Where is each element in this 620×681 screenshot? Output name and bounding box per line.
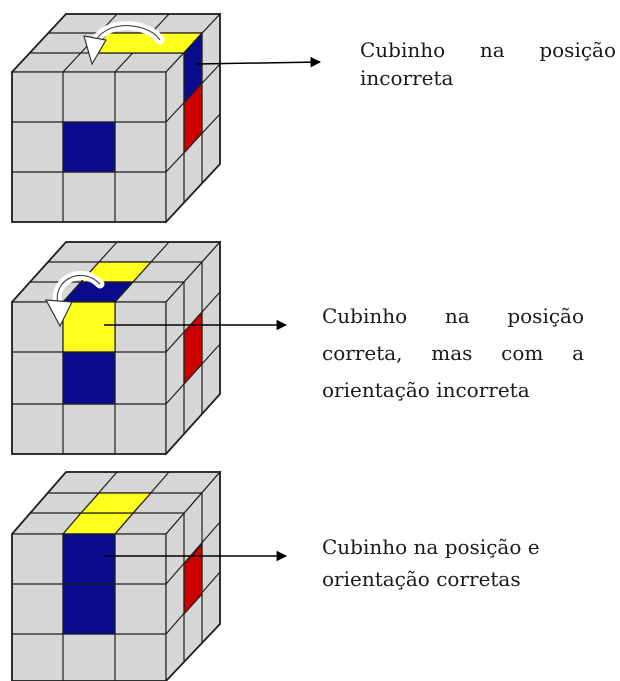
caption-correct-position-and-orientation: Cubinho na posição e orientação corretas <box>322 531 584 595</box>
cube-3-red-sticker <box>183 542 203 616</box>
cube-1-blue-center <box>62 121 116 173</box>
cube-2-yellow-front <box>62 301 116 353</box>
caption-2-line-1: Cubinho na posição <box>322 304 584 328</box>
caption-3-line-2: orientação corretas <box>322 567 521 591</box>
caption-2-line-2: correta, mas com a <box>322 341 584 365</box>
caption-1-line-1: Cubinho na posição <box>360 38 616 62</box>
caption-1-line-2: incorreta <box>360 66 454 90</box>
caption-incorrect-position: Cubinho na posição incorreta <box>360 36 616 92</box>
cube-1-yellow-sticker <box>88 32 204 54</box>
cube-3 <box>10 470 222 681</box>
caption-3-line-1: Cubinho na posição e <box>322 535 540 559</box>
cube-2 <box>10 240 222 456</box>
caption-2-line-3: orientação incorreta <box>322 378 530 402</box>
rotation-arrow-icon <box>83 21 165 66</box>
cube-2-red-sticker <box>183 310 203 386</box>
cube-1 <box>10 12 222 224</box>
cube-1-red-sticker <box>183 81 203 155</box>
rotation-arrow-icon <box>44 270 105 328</box>
pointer-arrow-icon <box>195 56 322 68</box>
caption-correct-position-wrong-orientation: Cubinho na posição correta, mas com a or… <box>322 298 584 409</box>
cube-2-blue-center <box>62 351 116 405</box>
